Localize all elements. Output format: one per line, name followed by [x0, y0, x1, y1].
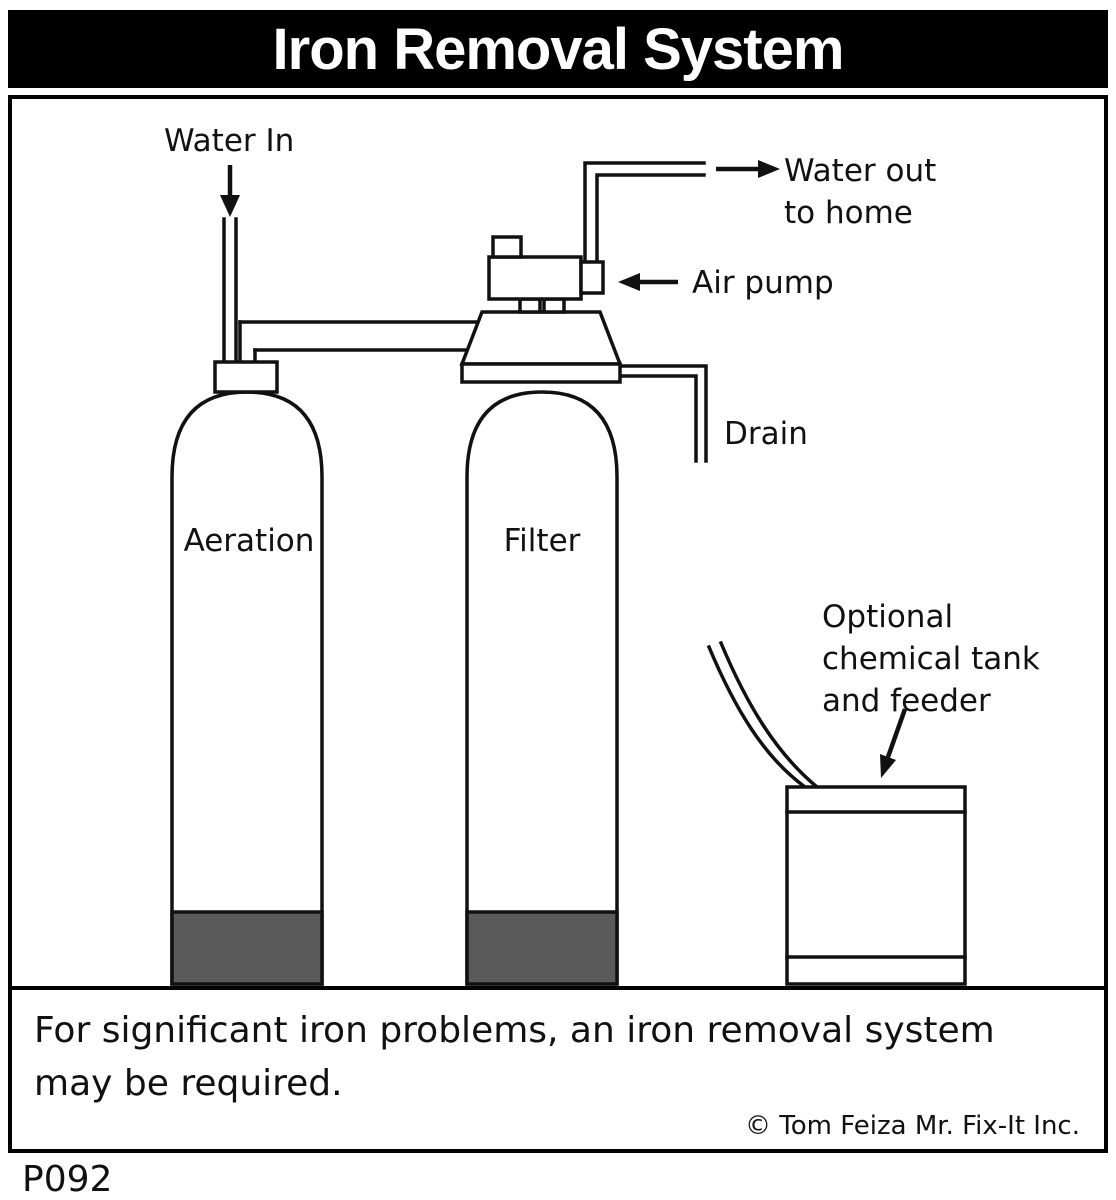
caption-line-2: may be required. [34, 1063, 343, 1104]
water-in-arrow [220, 165, 240, 217]
chemical-tank [706, 640, 967, 986]
air-pump-arrow [618, 273, 678, 291]
drain-pipe [618, 364, 708, 463]
air-pump-foot-left [518, 297, 542, 314]
caption-text: For significant iron problems, an iron r… [12, 990, 1104, 1110]
caption-line-1: For significant iron problems, an iron r… [34, 1010, 995, 1051]
chemical-label-line3: and feeder [822, 683, 991, 719]
air-pump-cap [491, 235, 523, 259]
copyright-credit: © Tom Feiza Mr. Fix-It Inc. [745, 1111, 1080, 1141]
valve-head [459, 310, 623, 384]
aeration-to-valve-pipe [238, 320, 480, 364]
aeration-tank-neck [213, 360, 279, 394]
drain-label: Drain [724, 416, 808, 452]
title-bar: Iron Removal System [8, 10, 1108, 88]
water-out-label-line1: Water out [784, 153, 936, 189]
water-in-label: Water In [164, 123, 294, 159]
caption-panel: For significant iron problems, an iron r… [8, 986, 1108, 1153]
air-pump-coupling [579, 260, 605, 295]
chemical-label-line2: chemical tank [822, 641, 1040, 677]
iron-removal-diagram: Aeration Filter [164, 123, 1040, 986]
water-in-pipe [222, 217, 238, 364]
aeration-tank: Aeration [170, 360, 324, 986]
diagram-panel: Aeration Filter [8, 95, 1108, 990]
water-out-pipe [583, 161, 706, 269]
filter-tank: Filter [465, 390, 619, 986]
aeration-tank-label: Aeration [184, 523, 315, 559]
filter-tank-base [465, 910, 619, 986]
air-pump-foot-right [542, 297, 566, 314]
chemical-label-line1: Optional [822, 599, 953, 635]
aeration-tank-base [170, 910, 324, 986]
page-title: Iron Removal System [272, 16, 845, 82]
chemical-tank-arrow [880, 708, 908, 778]
chemical-tube [706, 644, 808, 790]
air-pump [487, 235, 605, 314]
page-code: P092 [22, 1159, 113, 1200]
water-out-arrow [716, 160, 780, 178]
air-pump-body [487, 255, 583, 301]
filter-tank-label: Filter [504, 523, 581, 559]
air-pump-label: Air pump [692, 265, 834, 301]
water-out-label-line2: to home [784, 195, 913, 231]
